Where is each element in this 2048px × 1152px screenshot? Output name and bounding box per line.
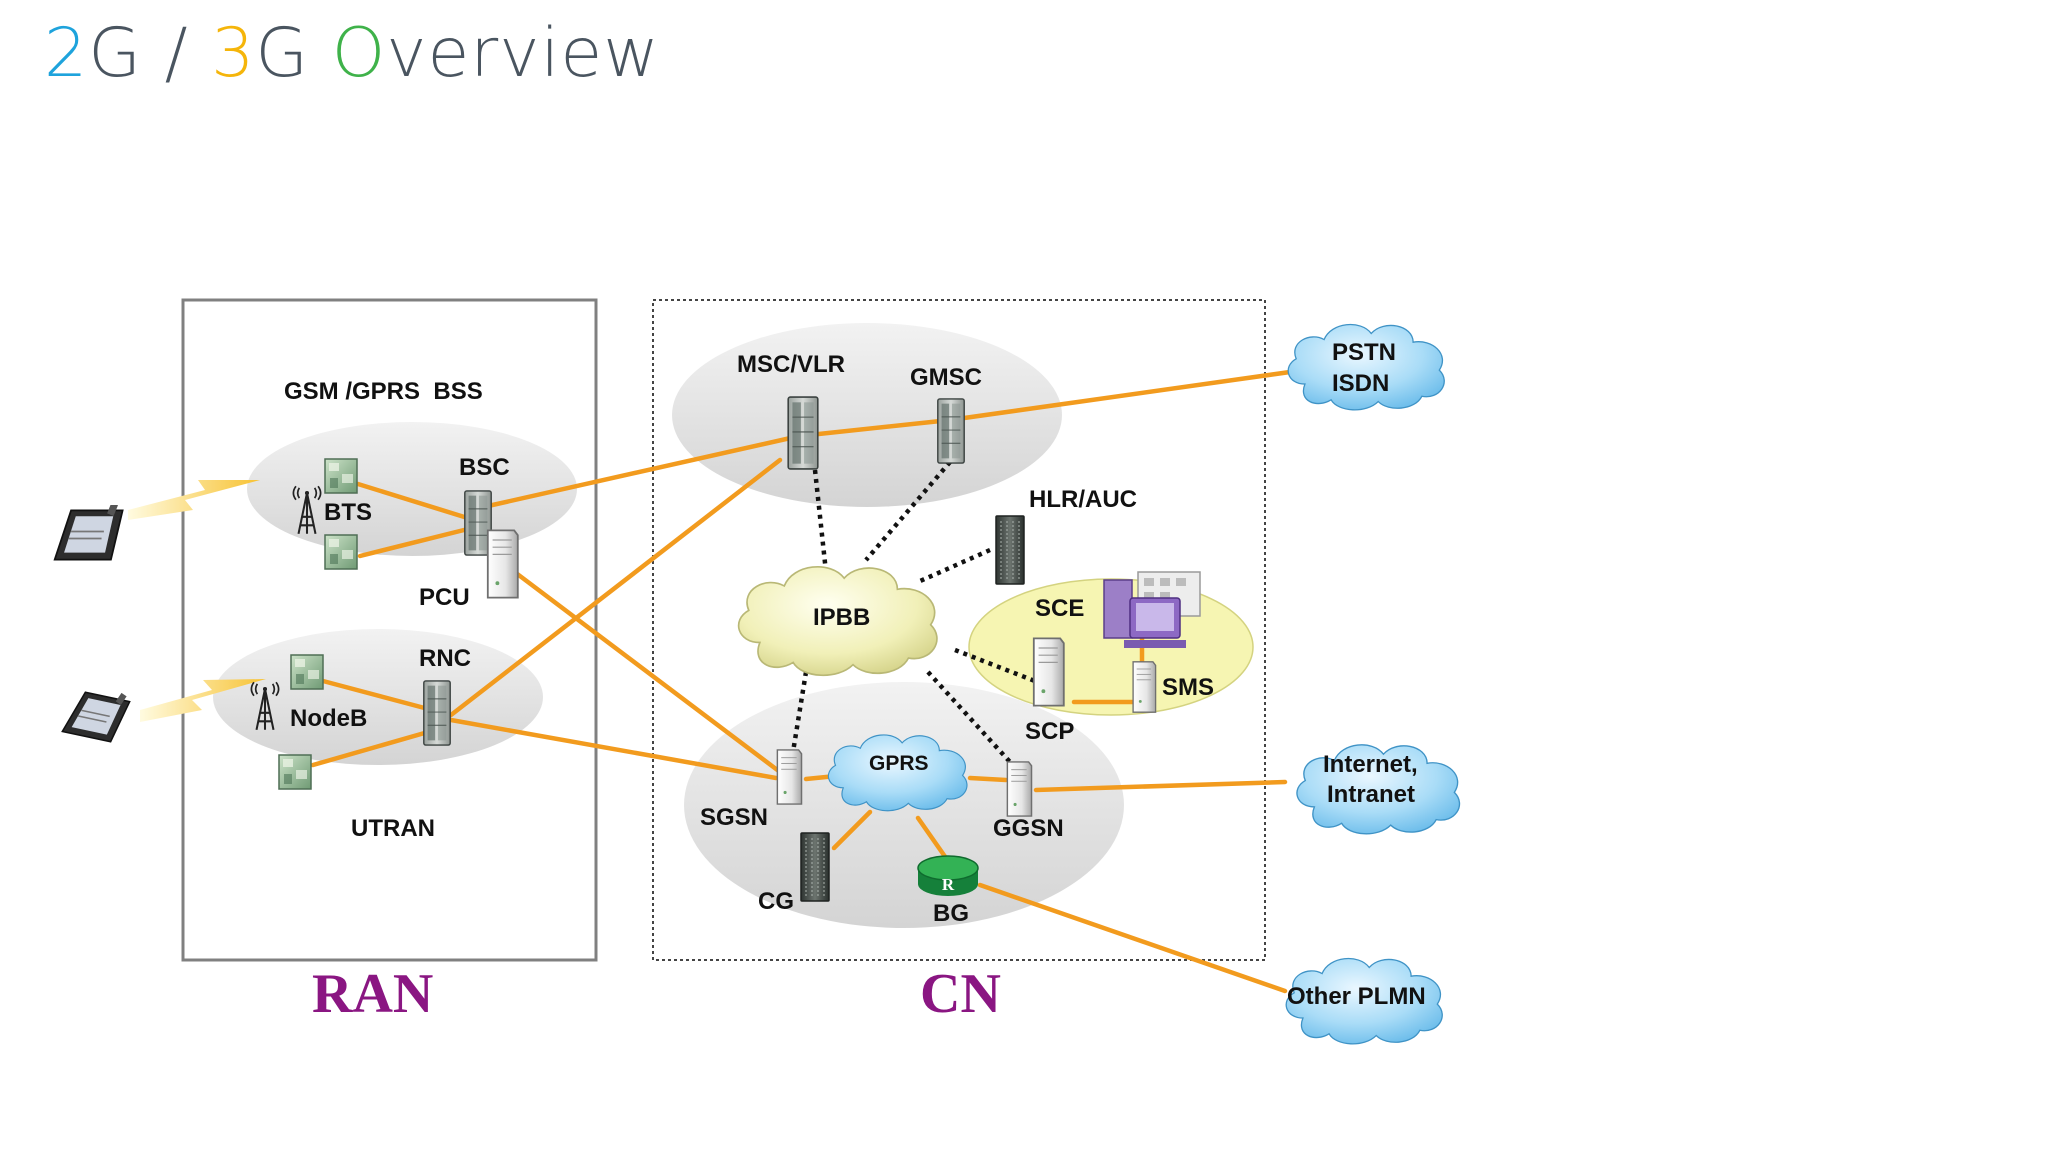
bss-ellipse [247,422,577,556]
cg-rack-icon [800,832,830,902]
link-gprs-ggsn [967,775,1009,783]
gmsc-label: GMSC [910,364,982,391]
bg-label: BG [933,900,969,927]
mobile-phone-umts-icon [61,681,133,746]
msc-vlr-rack-icon [787,396,819,470]
gmsc-rack-icon [936,398,966,464]
signalling-links [790,460,1041,764]
link-gprs-bg [915,815,949,861]
link-rnc-sgsn [448,717,779,781]
cn-region-label: CN [920,963,1001,1025]
sgsn-server-icon [776,749,803,805]
link-pcu-sgsn [509,567,783,775]
nodeb-board-1-icon [290,654,324,690]
link-rnc-msc [448,457,783,718]
sms-server-icon [1132,661,1157,713]
intranet-label: Intranet [1327,781,1415,808]
lightning-bolt-gsm [128,480,260,520]
nodeb-label: NodeB [290,705,367,732]
pstn-isdn-cloud [1287,323,1445,411]
link-gmsc-pstn [947,369,1293,423]
isdn-label: ISDN [1332,370,1389,397]
link-nodeb2-rnc [310,729,431,768]
ran-region-label: RAN [312,963,433,1025]
other-plmn-label: Other PLMN [1287,983,1426,1010]
link-bg-plmn [977,882,1288,994]
sgsn-label: SGSN [700,804,768,831]
sig-hlr-ipbb [917,547,991,585]
bts-label: BTS [324,499,372,526]
scp-label: SCP [1025,718,1074,745]
bsc-label: BSC [459,454,510,481]
bg-router-icon: R [917,855,979,896]
ggsn-label: GGSN [993,815,1064,842]
link-msc-gmsc [797,417,953,439]
sig-gmsc-ipbb [864,460,952,562]
lightning-bolt-umts [140,679,266,722]
bts-board-2-icon [324,534,358,570]
ipbb-label: IPBB [813,604,870,631]
bss-label: GSM /GPRS BSS [284,378,483,405]
bts-board-1-icon [324,458,358,494]
link-bsc-msc [485,434,798,509]
sig-ipbb-ggsn [926,670,1012,764]
hlr-auc-rack-icon [995,515,1025,585]
nodeb-board-2-icon [278,754,312,790]
bg-router-glyph: R [942,875,955,894]
link-bts2-bsc [357,525,475,559]
link-gprs-cg [831,809,873,851]
pcu-server-icon [486,529,519,599]
ggsn-server-icon [1006,761,1033,817]
link-bts1-bsc [355,481,477,523]
rnc-rack-icon [422,680,452,746]
msc-ellipse [672,323,1062,507]
utran-label: UTRAN [351,815,435,842]
gprs-label: GPRS [869,752,929,775]
pcu-label: PCU [419,584,470,611]
sce-label: SCE [1035,595,1084,622]
link-ggsn-internet [1033,779,1288,793]
sms-label: SMS [1162,674,1214,701]
hlr-auc-label: HLR/AUC [1029,486,1137,513]
scp-server-icon [1032,637,1065,707]
mobile-phone-gsm-icon [53,505,124,561]
internet-label: Internet, [1323,751,1418,778]
cn-box [652,299,1266,961]
page-title: 2G / 3G Overview [44,14,660,93]
rnc-label: RNC [419,645,471,672]
pstn-label: PSTN [1332,339,1396,366]
cg-label: CG [758,888,794,915]
sig-ipbb-scp [954,647,1041,686]
sce-workstation-icon [1103,571,1201,648]
msc-vlr-label: MSC/VLR [737,351,845,378]
link-nodeb1-rnc [320,678,435,713]
ran-box [181,298,598,962]
